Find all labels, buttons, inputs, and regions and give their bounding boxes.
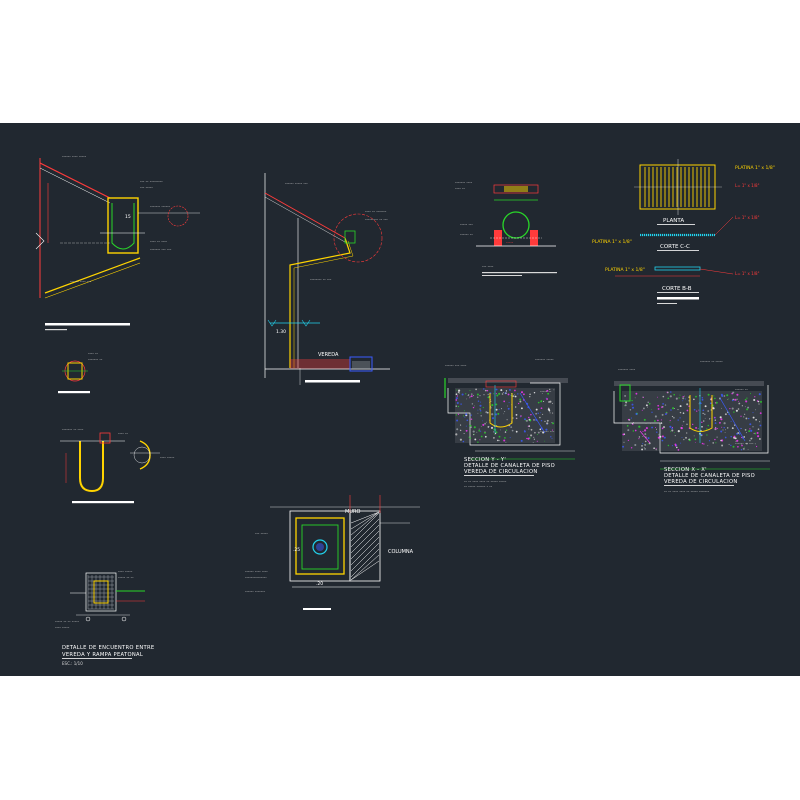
title-corte-cc: CORTE C-C	[660, 244, 690, 250]
scale-label: ESC.: 1/10	[62, 661, 83, 666]
label-platina-left-1: PLATINA 1" x 1/8"	[592, 239, 632, 245]
detail-pipe-clamp: ------- ---- ---- -- ----- --- ------ --…	[455, 180, 557, 276]
dim-20: .20	[316, 581, 323, 587]
svg-text:------- -- -----: ------- -- -----	[700, 359, 723, 364]
svg-text:--- -----: --- -----	[255, 531, 268, 536]
label-platina-left-2: PLATINA 1" x 1/8"	[605, 267, 645, 273]
svg-text:-------- -- ---: -------- -- ---	[310, 277, 332, 282]
drawing-sheet: ------ ---- ----- --- -- --------- --- -…	[0, 123, 800, 676]
svg-text:------ ---- ----: ------ ---- ----	[245, 569, 268, 574]
title-seccion-xx-l2: DETALLE DE CANALETA DE PISO	[664, 473, 755, 479]
detail-grille: PLATINA 1" x 1/8" L= 1" x 1/8" PLANTA PL…	[592, 159, 775, 304]
svg-text:---- -- -------: ---- -- -------	[365, 209, 387, 214]
svg-text:---------------: ---------------	[245, 575, 267, 580]
dim-15: 15	[125, 214, 131, 220]
svg-text:---- -----: ---- -----	[55, 625, 70, 630]
svg-text:------ ----- ---: ------ ----- ---	[285, 181, 308, 186]
svg-text:---- --: ---- --	[88, 351, 98, 356]
detail-section-xx: ------- ---- ------- -- ----- ------ -- …	[613, 359, 770, 494]
svg-text:-- -- ---- ---- -- ----- -----: -- -- ---- ---- -- ----- -----	[464, 479, 507, 484]
svg-text:--------- -- ---: --------- -- ---	[365, 217, 388, 222]
label-platina-top: PLATINA 1" x 1/8"	[735, 165, 775, 171]
title-seccion-yy-l2: DETALLE DE CANALETA DE PISO	[464, 463, 555, 469]
svg-text:------- --: ------- --	[88, 357, 103, 362]
svg-text:------ --: ------ --	[735, 387, 748, 392]
title-seccion-xx: SECCION X - X'	[664, 467, 707, 473]
title-seccion-yy: SECCION Y - Y'	[464, 457, 506, 463]
detail-roof-gutter: ------ ---- ----- --- -- --------- --- -…	[35, 154, 200, 331]
svg-text:-- ----- ------ - --: -- ----- ------ - --	[464, 484, 493, 489]
detail-ramp-junction: ---- ----- ----- -- -- ----- -- -- -----…	[55, 569, 154, 666]
svg-text:------- -----: ------- -----	[535, 357, 554, 362]
label-platina-right-2: L= 1" x 1/8"	[735, 271, 760, 276]
svg-text:----- -- --: ----- -- --	[118, 575, 134, 580]
label-muro: MURO	[345, 509, 360, 515]
svg-text:---- --: ---- --	[118, 431, 128, 436]
detail-small-pipe: ---- -- ------- --	[58, 351, 103, 394]
title-encuentro-l1: DETALLE DE ENCUENTRO ENTRE	[62, 645, 154, 651]
svg-text:----- --: ----- --	[540, 389, 552, 394]
svg-text:--- -- ---------: --- -- ---------	[140, 179, 163, 184]
svg-text:------ ---: ------ ---	[540, 429, 555, 434]
detail-section-yy: ------ --- ---- ------- ----- ----- -- -…	[444, 357, 575, 489]
cad-drawing: ------ ---- ----- --- -- --------- --- -…	[35, 154, 775, 666]
svg-text:------- ------: ------- ------	[150, 204, 171, 209]
svg-text:--- ----: --- ----	[482, 264, 494, 269]
detail-u-pipe: ------- -- ---- ---- -- ---- -----	[60, 427, 175, 504]
title-corte-bb: CORTE B-B	[662, 286, 692, 292]
svg-text:------- -- ----: ------- -- ----	[62, 427, 84, 432]
svg-text:--- -----: --- -----	[140, 185, 153, 190]
dim-130: 1.30	[276, 329, 286, 335]
svg-text:-----: -----	[506, 240, 514, 245]
svg-text:-- -- ---- ---- -- ----- -----: -- -- ---- ---- -- ----- -------	[664, 489, 710, 494]
svg-text:------ --- ----: ------ --- ----	[445, 363, 467, 368]
svg-text:------- --- ---: ------- --- ---	[150, 247, 172, 252]
svg-text:L= 1" x 1/8": L= 1" x 1/8"	[735, 183, 760, 188]
title-seccion-yy-l3: VEREDA DE CIRCULACION	[464, 469, 538, 475]
svg-text:------ ---- -----: ------ ---- -----	[62, 154, 87, 159]
svg-text:----- ---: ----- ---	[460, 222, 473, 227]
label-platina-right-1: L= 1" x 1/8"	[735, 215, 760, 220]
svg-text:------ --: ------ --	[460, 232, 473, 237]
svg-text:------ -- ---: ------ -- ---	[735, 441, 754, 446]
detail-column-plan: MURO COLUMNA .25 .20 --- ----- ------ --…	[245, 495, 420, 610]
detail-facade-section: ------ ----- --- ---- -- ------- -------…	[264, 173, 390, 385]
label-vereda: VEREDA	[318, 352, 339, 358]
svg-text:------- ----: ------- ----	[455, 180, 473, 185]
svg-text:---- --: ---- --	[455, 186, 465, 191]
svg-text:------ ---- ---: ------ ---- ---	[70, 279, 92, 284]
svg-text:----- -- -- -----: ----- -- -- -----	[55, 619, 80, 624]
svg-text:---- -----: ---- -----	[160, 455, 175, 460]
title-seccion-xx-l3: VEREDA DE CIRCULACION	[664, 479, 738, 485]
svg-text:------- ----: ------- ----	[618, 367, 636, 372]
title-encuentro-l2: VEREDA Y RAMPA PEATONAL	[62, 652, 143, 658]
title-planta: PLANTA	[663, 218, 684, 224]
dim-25: .25	[293, 547, 300, 553]
svg-text:---- -- ----: ---- -- ----	[150, 239, 168, 244]
svg-text:------ -------: ------ -------	[245, 589, 266, 594]
label-columna: COLUMNA	[388, 549, 414, 555]
svg-text:---- -----: ---- -----	[118, 569, 133, 574]
